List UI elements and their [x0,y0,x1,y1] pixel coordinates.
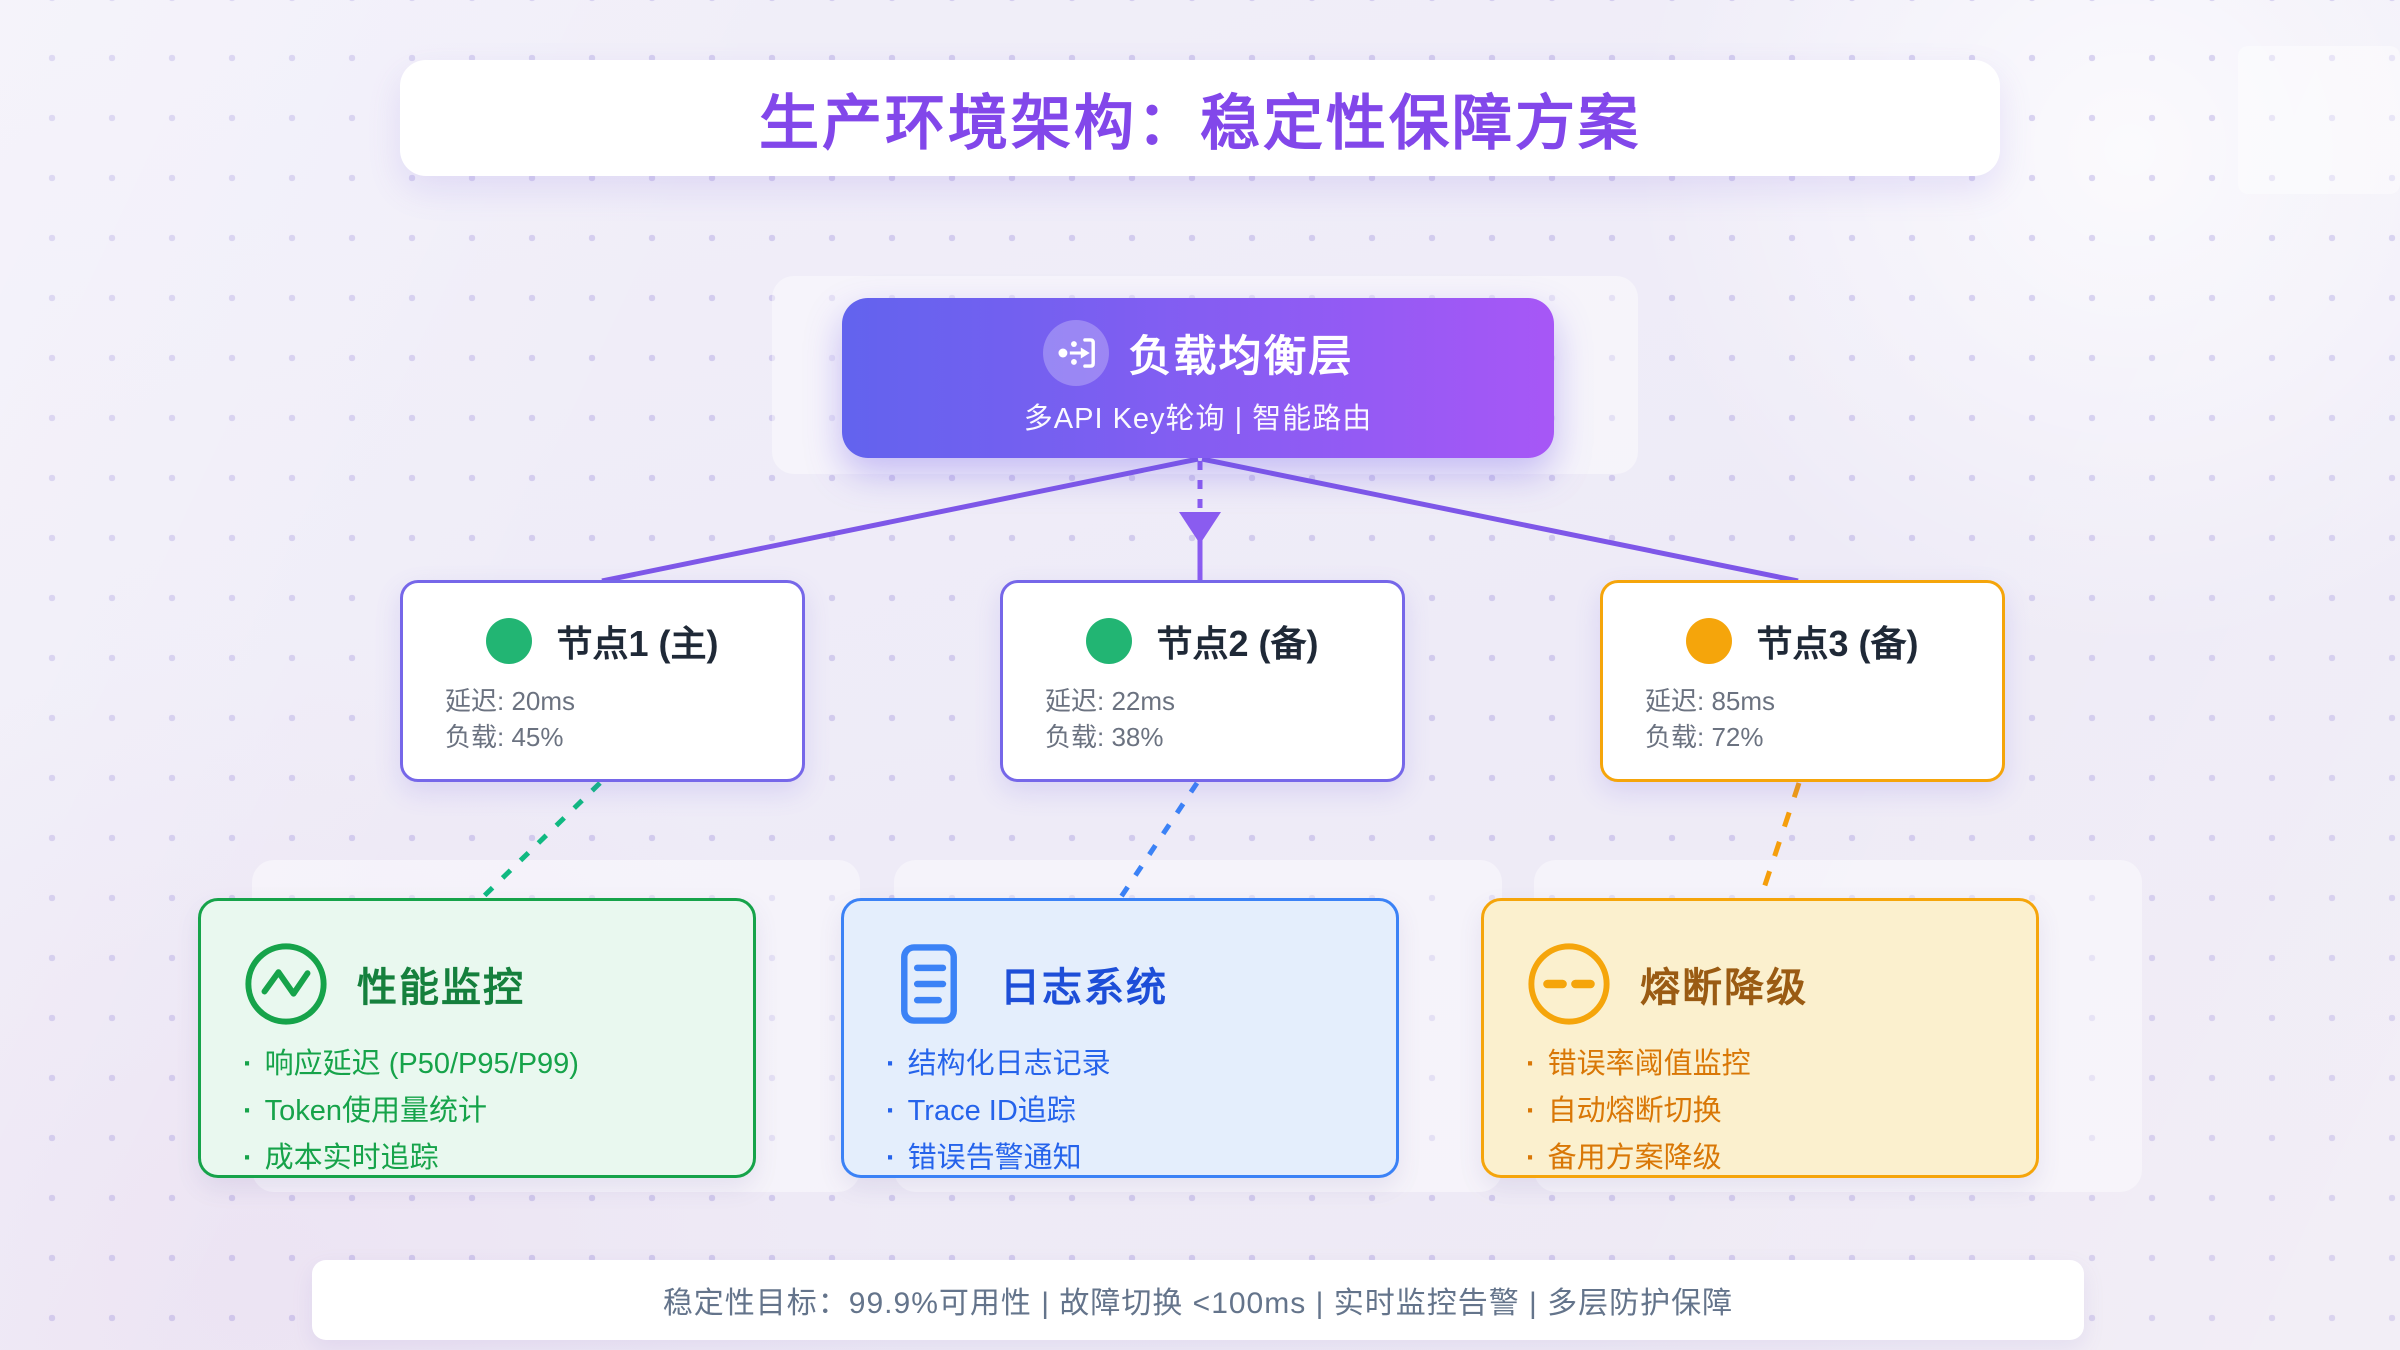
circuit-breaker-icon [1526,941,1612,1027]
node-load: 负载: 38% [1045,722,1164,752]
node-name: 节点3 (备) [1756,623,1919,664]
log-document-icon [886,941,972,1027]
card-bullet-list: 响应延迟 (P50/P95/P99) Token使用量统计 成本实时追踪 [243,1041,753,1182]
bullet-item: 错误告警通知 [886,1135,1396,1182]
node-name: 节点2 (备) [1156,623,1319,664]
node-name: 节点1 (主) [556,623,719,664]
load-balancer-card: 负载均衡层 多API Key轮询 | 智能路由 [842,298,1554,458]
card-bullet-list: 结构化日志记录 Trace ID追踪 错误告警通知 [886,1041,1396,1182]
monitoring-card: 性能监控 响应延迟 (P50/P95/P99) Token使用量统计 成本实时追… [198,898,756,1178]
node-stats: 延迟: 20ms 负载: 45% [445,683,802,755]
stability-goal-text: 稳定性目标：99.9%可用性 | 故障切换 <100ms | 实时监控告警 | … [662,1287,1734,1320]
node-stats: 延迟: 85ms 负载: 72% [1645,683,2002,755]
card-title: 熔断降级 [1640,966,1808,1010]
bullet-item: 成本实时追踪 [243,1135,753,1182]
node-header: 节点3 (备) [1603,615,2002,667]
status-dot-icon [1086,618,1133,664]
bullet-item: 错误率阈值监控 [1526,1041,2036,1088]
load-balancer-subtitle: 多API Key轮询 | 智能路由 [1023,402,1373,435]
page-title: 生产环境架构：稳定性保障方案 [759,89,1641,157]
node-load: 负载: 45% [445,722,564,752]
stability-goal-bar: 稳定性目标：99.9%可用性 | 故障切换 <100ms | 实时监控告警 | … [312,1260,2084,1340]
node-card-2: 节点2 (备) 延迟: 22ms 负载: 38% [1000,580,1405,782]
bullet-item: 自动熔断切换 [1526,1088,2036,1135]
card-title: 日志系统 [1000,966,1168,1010]
node-card-1: 节点1 (主) 延迟: 20ms 负载: 45% [400,580,805,782]
bullet-item: Token使用量统计 [243,1088,753,1135]
bullet-item: 响应延迟 (P50/P95/P99) [243,1041,753,1088]
card-title: 性能监控 [357,966,525,1010]
node-latency: 延迟: 22ms [1045,686,1176,716]
bullet-item: Trace ID追踪 [886,1088,1396,1135]
card-header: 性能监控 [243,941,753,1027]
bullet-item: 备用方案降级 [1526,1135,2036,1182]
status-dot-icon [486,618,533,664]
background-panel [2238,46,2400,194]
load-balancer-header: 负载均衡层 [1042,319,1354,386]
bullet-item: 结构化日志记录 [886,1041,1396,1088]
node-latency: 延迟: 85ms [1645,686,1776,716]
node-header: 节点1 (主) [403,615,802,667]
logging-card: 日志系统 结构化日志记录 Trace ID追踪 错误告警通知 [841,898,1399,1178]
circuit-breaker-card: 熔断降级 错误率阈值监控 自动熔断切换 备用方案降级 [1481,898,2039,1178]
node-load: 负载: 72% [1645,722,1764,752]
node-stats: 延迟: 22ms 负载: 38% [1045,683,1402,755]
node-header: 节点2 (备) [1003,615,1402,667]
load-balancer-route-icon [1042,319,1109,386]
page-title-card: 生产环境架构：稳定性保障方案 [400,60,2000,176]
node-card-3: 节点3 (备) 延迟: 85ms 负载: 72% [1600,580,2005,782]
status-dot-icon [1686,618,1733,664]
card-bullet-list: 错误率阈值监控 自动熔断切换 备用方案降级 [1526,1041,2036,1182]
card-header: 日志系统 [886,941,1396,1027]
load-balancer-title: 负载均衡层 [1128,332,1354,381]
node-latency: 延迟: 20ms [445,686,576,716]
performance-activity-icon [243,941,329,1027]
card-header: 熔断降级 [1526,941,2036,1027]
